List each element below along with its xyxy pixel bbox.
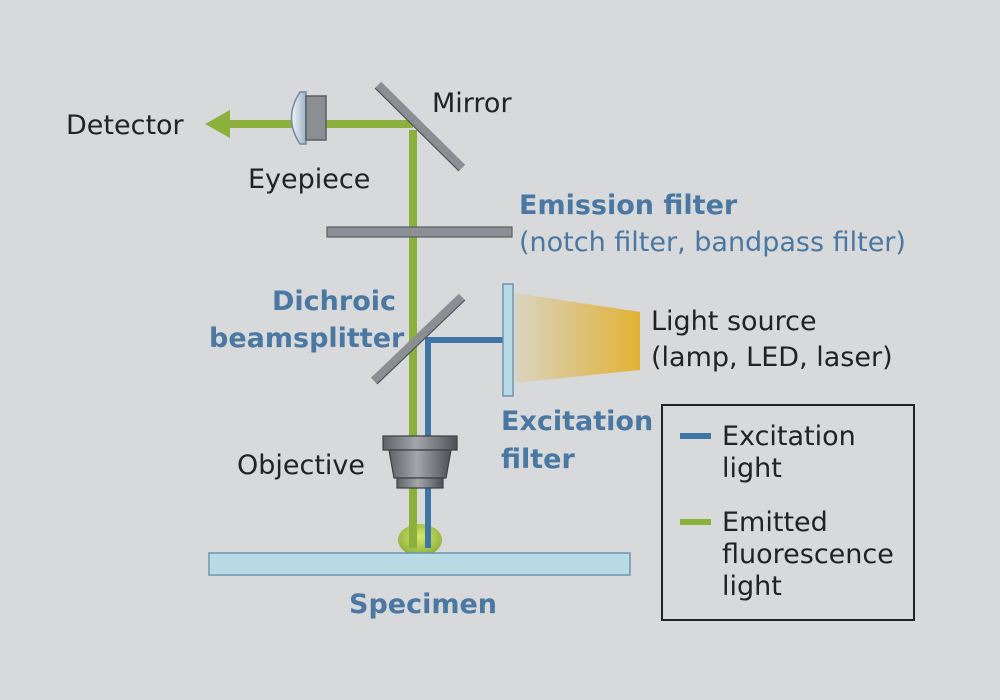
- label-light-source-sub: (lamp, LED, laser): [651, 342, 893, 373]
- light-source: [515, 293, 640, 383]
- label-light-source: Light source: [651, 306, 817, 337]
- detector-arrow-head: [205, 110, 230, 138]
- label-dichroic: Dichroic: [272, 286, 396, 317]
- fluorescence-glow: [398, 524, 442, 556]
- label-objective: Objective: [237, 450, 365, 481]
- excitation-filter: [502, 283, 514, 397]
- dichroic-beamsplitter: [370, 293, 466, 385]
- specimen-slide: [208, 552, 631, 576]
- mirror: [374, 81, 466, 172]
- eyepiece-lens: [290, 91, 307, 145]
- dichroic-edge: [376, 299, 466, 385]
- label-detector: Detector: [66, 110, 185, 141]
- label-emission-filter: Emission filter: [519, 190, 738, 221]
- legend-emitted-label-3: light: [722, 571, 782, 602]
- objective-top: [382, 435, 458, 451]
- mirror-edge: [374, 87, 460, 172]
- emission-filter: [326, 226, 513, 238]
- label-excitation-filter: Excitation: [501, 406, 653, 437]
- label-excitation-filter-2: filter: [501, 444, 575, 475]
- label-mirror: Mirror: [432, 88, 512, 119]
- legend-box: [661, 404, 915, 621]
- legend-emitted-label: Emitted: [722, 507, 828, 538]
- label-eyepiece: Eyepiece: [248, 164, 370, 195]
- label-beamsplitter: beamsplitter: [209, 323, 405, 354]
- label-specimen: Specimen: [349, 589, 497, 620]
- objective-body: [388, 449, 452, 479]
- legend-emitted-label-2: fluorescence: [722, 539, 894, 570]
- objective-tip: [396, 477, 444, 489]
- eyepiece-body: [305, 95, 327, 141]
- legend-excitation-label-2: light: [722, 453, 782, 484]
- legend-excitation-label: Excitation: [722, 421, 856, 452]
- label-emission-filter-sub: (notch filter, bandpass filter): [519, 227, 906, 258]
